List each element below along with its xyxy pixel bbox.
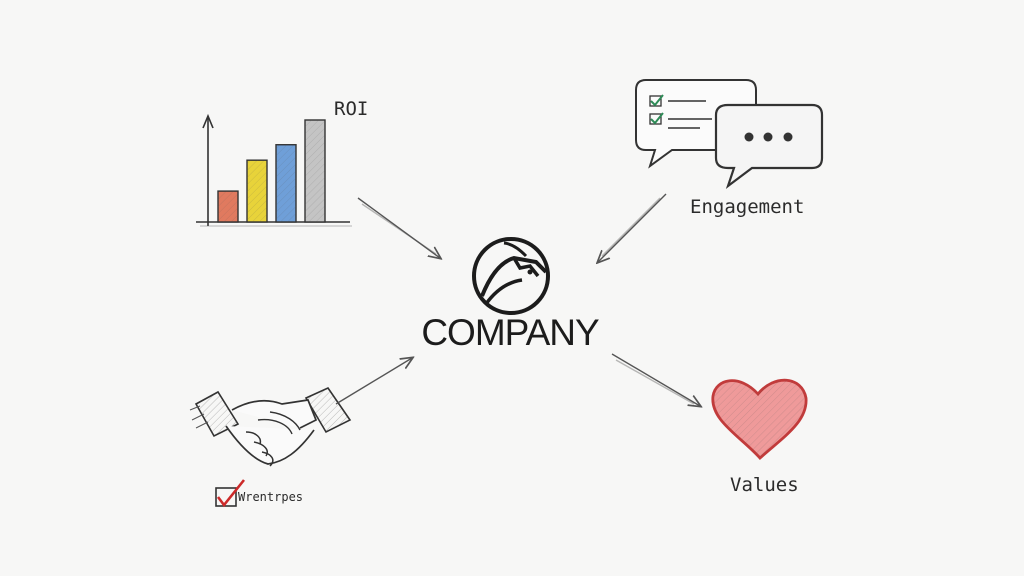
company-name: COMPANY — [421, 312, 599, 353]
arrow-company-to-values — [611, 353, 700, 406]
arrow-partnership-to-company — [335, 358, 412, 405]
bar-shading — [218, 191, 238, 222]
partnership-label: Wrentrpes — [238, 490, 304, 504]
handshake-icon — [189, 386, 352, 467]
company-logo-icon — [472, 237, 550, 315]
left-cuff — [194, 390, 240, 438]
bar-shading — [276, 144, 296, 222]
bar-group — [217, 119, 326, 223]
chat-bubble-front — [714, 103, 824, 189]
right-cuff — [304, 386, 352, 434]
connector-arrows — [335, 193, 700, 406]
checkbox-1 — [649, 95, 662, 107]
chat-bubbles-icon — [635, 79, 824, 189]
heart-icon — [711, 378, 808, 460]
arrow-roi-to-company — [357, 197, 440, 258]
bar-shading — [305, 120, 325, 222]
engagement-label: Engagement — [690, 196, 805, 218]
roi-label: ROI — [334, 98, 369, 120]
checkbox-icon — [215, 479, 246, 508]
bar-shading — [247, 160, 267, 222]
chart-y-axis-arrow — [202, 113, 214, 129]
values-label: Values — [730, 474, 799, 496]
roi-chart — [196, 113, 352, 227]
arrow-engagement-to-company — [598, 193, 667, 262]
checkbox-2 — [649, 113, 662, 125]
